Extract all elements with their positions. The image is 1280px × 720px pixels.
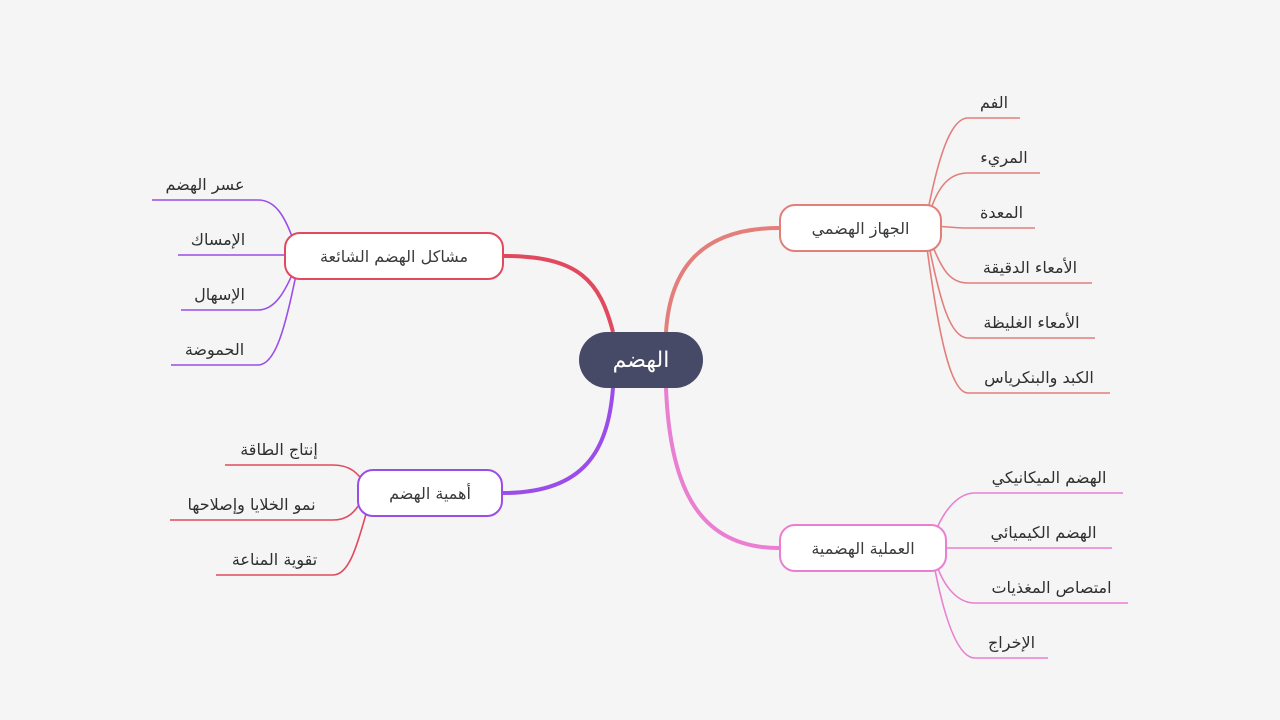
subtopic-mechanical-digestion[interactable]: الهضم الميكانيكي xyxy=(991,468,1107,487)
subtopic-cell-growth-repair[interactable]: نمو الخلايا وإصلاحها xyxy=(187,495,316,514)
trunk-digestive-process xyxy=(664,387,780,550)
subtopic-mouth[interactable]: الفم xyxy=(979,93,1009,112)
subtopic-energy-production[interactable]: إنتاج الطاقة xyxy=(240,440,318,459)
topic-digestive-system[interactable]: الجهاز الهضمي xyxy=(779,204,942,252)
root-topic[interactable]: الهضم xyxy=(579,332,703,388)
subtopic-excretion[interactable]: الإخراج xyxy=(987,633,1036,652)
subtopic-esophagus[interactable]: المريء xyxy=(980,148,1028,167)
trunk-importance xyxy=(502,387,615,495)
trunk-problems xyxy=(503,254,615,333)
subtopic-small-intestine[interactable]: الأمعاء الدقيقة xyxy=(982,258,1078,277)
subtopic-liver-pancreas[interactable]: الكبد والبنكرياس xyxy=(984,368,1094,387)
leaf-line-mechanical xyxy=(936,492,1123,529)
trunk-digestive-system xyxy=(664,226,780,333)
subtopic-stomach[interactable]: المعدة xyxy=(979,203,1024,222)
topic-digestive-process[interactable]: العملية الهضمية xyxy=(779,524,947,572)
subtopic-diarrhea[interactable]: الإسهال xyxy=(194,285,245,304)
subtopic-large-intestine[interactable]: الأمعاء الغليظة xyxy=(983,313,1080,332)
leaf-line-excretion xyxy=(934,569,1048,659)
leaf-line-absorption xyxy=(936,565,1128,604)
leaf-line-large-intestine xyxy=(928,245,1095,339)
leaf-line-liver xyxy=(926,247,1110,394)
subtopic-constipation[interactable]: الإمساك xyxy=(190,230,246,249)
leaf-line-energy xyxy=(225,464,366,485)
leaf-line-small-intestine xyxy=(930,241,1092,284)
leaf-line-heartburn xyxy=(171,269,298,366)
subtopic-chemical-digestion[interactable]: الهضم الكيميائي xyxy=(990,523,1097,542)
subtopic-nutrient-absorption[interactable]: امتصاص المغذيات xyxy=(991,578,1112,597)
leaf-line-mouth xyxy=(927,117,1020,211)
subtopic-heartburn[interactable]: الحموضة xyxy=(184,340,245,359)
subtopic-indigestion[interactable]: عسر الهضم xyxy=(165,175,245,194)
topic-digestion-importance[interactable]: أهمية الهضم xyxy=(357,469,503,517)
leaf-line-immunity xyxy=(216,513,367,576)
topic-digestive-problems[interactable]: مشاكل الهضم الشائعة xyxy=(284,232,504,280)
subtopic-immunity-boost[interactable]: تقوية المناعة xyxy=(231,550,318,569)
leaf-line-stomach xyxy=(930,225,1035,229)
